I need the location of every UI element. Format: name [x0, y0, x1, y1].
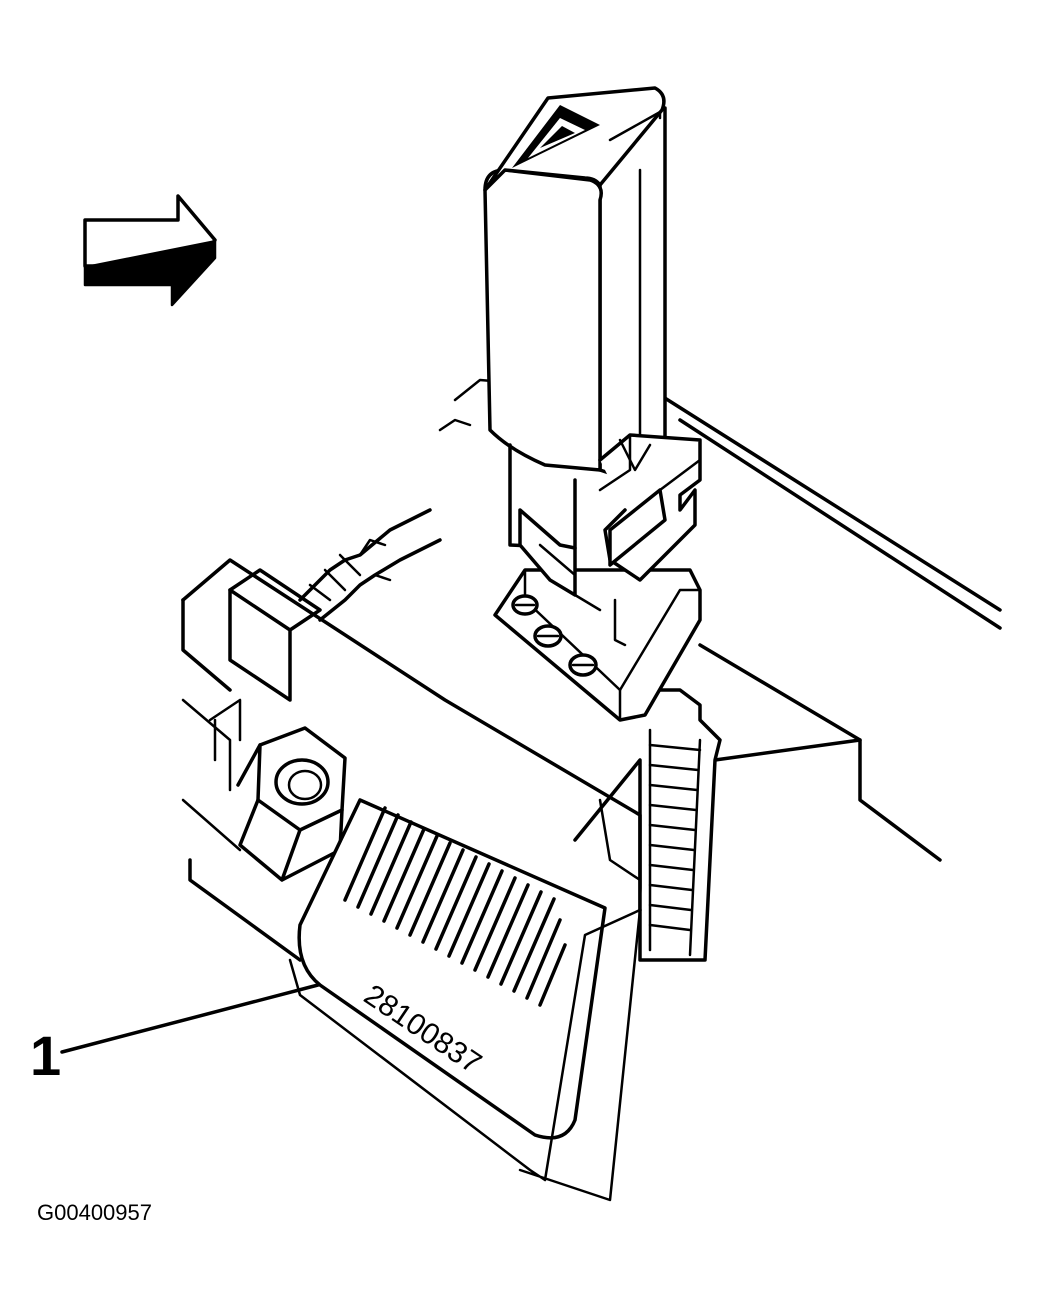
hex-nut-icon	[236, 726, 347, 882]
figure-id: G00400957	[37, 1200, 152, 1225]
wire-harness	[298, 418, 472, 622]
screw-icon	[568, 653, 598, 677]
key-plug	[483, 86, 667, 612]
terminal-block	[573, 688, 722, 962]
barcode-stripes	[343, 806, 567, 1007]
base-plate	[453, 378, 1002, 862]
direction-arrow-icon	[83, 194, 217, 307]
retaining-clip	[598, 433, 702, 647]
callout-leader-line	[60, 983, 320, 1054]
screw-icon	[511, 594, 539, 616]
connector-housing	[181, 558, 642, 962]
triangle-marker-icon	[512, 105, 600, 168]
barcode-label: 28100837	[288, 798, 642, 1202]
callout-number: 1	[30, 1024, 62, 1087]
screw-icon	[533, 624, 563, 648]
